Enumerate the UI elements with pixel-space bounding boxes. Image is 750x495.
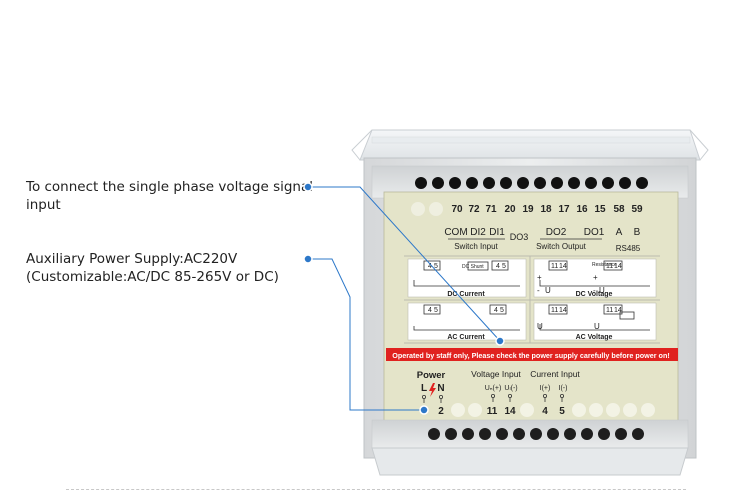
bottom-terminal-numbers: 2 11 14 4 5 [438, 406, 565, 417]
u-label: U [545, 286, 551, 295]
warning-banner: Operated by staff only, Please check the… [386, 348, 678, 361]
rs485-label: RS485 [616, 244, 641, 253]
diagram-small-labels: DC Shunt Resistance [462, 262, 617, 270]
diagram-terminal-number: 14 [559, 263, 567, 270]
top-terminal-screws [415, 177, 648, 189]
diagram-terminal-number: 11 [551, 307, 558, 314]
terminal-number: 71 [485, 204, 497, 215]
diagram-terminal-number: 14 [559, 307, 567, 314]
warning-text: Operated by staff only, Please check the… [392, 351, 669, 360]
terminal-number: 59 [631, 204, 643, 215]
bottom-terminal-labels: Power L N Voltage Input Current Input Uₙ… [417, 369, 581, 394]
terminal-number: 70 [451, 204, 463, 215]
power-n-label: N [437, 383, 444, 394]
annotation-text-line: input [26, 197, 61, 213]
diagram-terminal-number: 5 [434, 307, 438, 314]
terminal-label: A [616, 227, 623, 238]
terminal-label: DI1 [489, 227, 505, 238]
diagram-polarity-labels: + - U + - U U U [537, 273, 605, 331]
switch-output-label: Switch Output [536, 242, 587, 251]
ac-voltage-label: AC Voltage [576, 334, 613, 341]
minus-label: - [537, 286, 540, 295]
terminal-number: 2 [438, 406, 444, 417]
terminal-number: 72 [468, 204, 480, 215]
i-minus-label: I(-) [559, 385, 568, 392]
switch-input-label: Switch Input [454, 242, 498, 251]
diagram-terminal-numbers: 4 5 4 5 4 5 4 5 11 14 11 14 11 14 11 14 [428, 263, 622, 314]
power-label: Power [417, 370, 446, 381]
terminal-label: B [634, 227, 641, 238]
u-label: U [594, 322, 600, 331]
minus-label: - [593, 286, 596, 295]
u-label: U [599, 286, 605, 295]
diagram-terminal-number: 11 [551, 263, 558, 270]
terminal-number: 20 [504, 204, 516, 215]
terminal-number: 58 [613, 204, 625, 215]
terminal-number: 15 [594, 204, 606, 215]
terminal-label: DO2 [546, 227, 567, 238]
terminal-number: 16 [576, 204, 588, 215]
diagram-section-titles: DC Current DC Voltage AC Current AC Volt… [447, 291, 612, 341]
top-terminal-recesses [411, 202, 443, 216]
diagram-terminal-number: 5 [502, 263, 506, 270]
terminal-label: DO1 [584, 227, 605, 238]
diagram-terminal-number: 14 [614, 307, 622, 314]
terminal-number: 4 [542, 406, 548, 417]
diagram-terminal-number: 4 [496, 263, 500, 270]
current-input-label: Current Input [530, 369, 580, 379]
terminal-number: 18 [540, 204, 552, 215]
bottom-terminal-recesses [451, 403, 655, 417]
power-supply-annotation: Auxiliary Power Supply:AC220V (Customiza… [26, 250, 326, 286]
terminal-label: COM [444, 227, 467, 238]
annotation-text-line: (Customizable:AC/DC 85-265V or DC) [26, 269, 279, 285]
terminal-number: 5 [559, 406, 565, 417]
diagram-terminal-number: 14 [614, 263, 622, 270]
u-label: U [537, 322, 543, 331]
diagram-terminal-number: 4 [494, 307, 498, 314]
callout-dot-icon [303, 254, 313, 264]
terminal-group-labels: Switch Input Switch Output RS485 [454, 242, 641, 253]
diagram-terminal-number: 11 [606, 263, 613, 270]
annotation-text-line: Auxiliary Power Supply:AC220V [26, 251, 238, 267]
dc-shunt-label: DC Shunt [462, 264, 484, 270]
callout-dot-icon [303, 182, 313, 192]
plus-label: + [537, 273, 542, 282]
dc-current-label: DC Current [447, 291, 485, 298]
top-terminal-labels: COM DI2 DI1 DO3 DO2 DO1 A B [444, 227, 640, 242]
pin-markers [421, 393, 565, 403]
lightning-icon [429, 383, 436, 397]
voltage-input-label: Voltage Input [471, 369, 521, 379]
terminal-number: 19 [522, 204, 534, 215]
u-plus-label: Uₙ(+) [485, 385, 502, 392]
diagram-terminal-number: 11 [606, 307, 613, 314]
bottom-divider [66, 489, 686, 490]
diagram-terminal-number: 5 [500, 307, 504, 314]
voltage-signal-annotation: To connect the single phase voltage sign… [26, 178, 316, 214]
terminal-label: DI2 [470, 227, 486, 238]
callout-leaders [308, 186, 501, 411]
callout-dots [303, 182, 505, 415]
diagram-terminal-number: 4 [428, 307, 432, 314]
bottom-terminal-screws [428, 428, 644, 440]
power-l-label: L [421, 383, 427, 394]
ac-current-label: AC Current [447, 334, 485, 341]
terminal-number: 11 [487, 406, 498, 417]
diagram-terminal-number: 5 [434, 263, 438, 270]
terminal-number: 17 [558, 204, 570, 215]
top-terminal-numbers: 70 72 71 20 19 18 17 16 15 58 59 [451, 204, 643, 215]
plus-label: + [593, 273, 598, 282]
i-plus-label: I(+) [540, 385, 551, 392]
callout-dot-icon [419, 405, 429, 415]
wiring-diagram: 4 5 4 5 4 5 4 5 11 14 11 14 11 14 11 14 … [404, 255, 660, 344]
callout-dot-icon [495, 336, 505, 346]
terminal-number: 14 [504, 406, 516, 417]
u-minus-label: Uₗ(-) [504, 385, 517, 392]
resistance-label: Resistance [592, 262, 617, 268]
dc-voltage-label: DC Voltage [576, 291, 613, 298]
annotation-text-line: To connect the single phase voltage sign… [26, 179, 314, 195]
terminal-label: DO3 [510, 232, 529, 242]
diagram-terminal-number: 4 [428, 263, 432, 270]
